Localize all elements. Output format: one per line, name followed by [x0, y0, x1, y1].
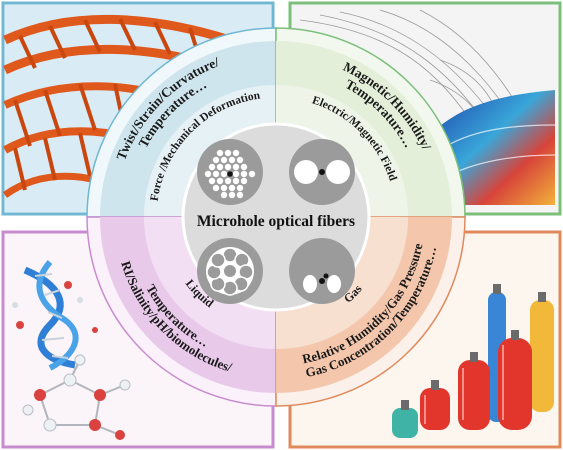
ring-of-holes-fiber-icon — [197, 238, 263, 304]
center-title: Microhole optical fibers — [197, 213, 355, 230]
suspended-core-fiber-icon — [289, 238, 355, 304]
photonic-crystal-fiber-icon — [197, 139, 263, 205]
gas-cylinders-illustration — [392, 284, 554, 438]
dna-molecule-illustration — [12, 260, 131, 440]
two-hole-fiber-icon — [289, 139, 355, 205]
